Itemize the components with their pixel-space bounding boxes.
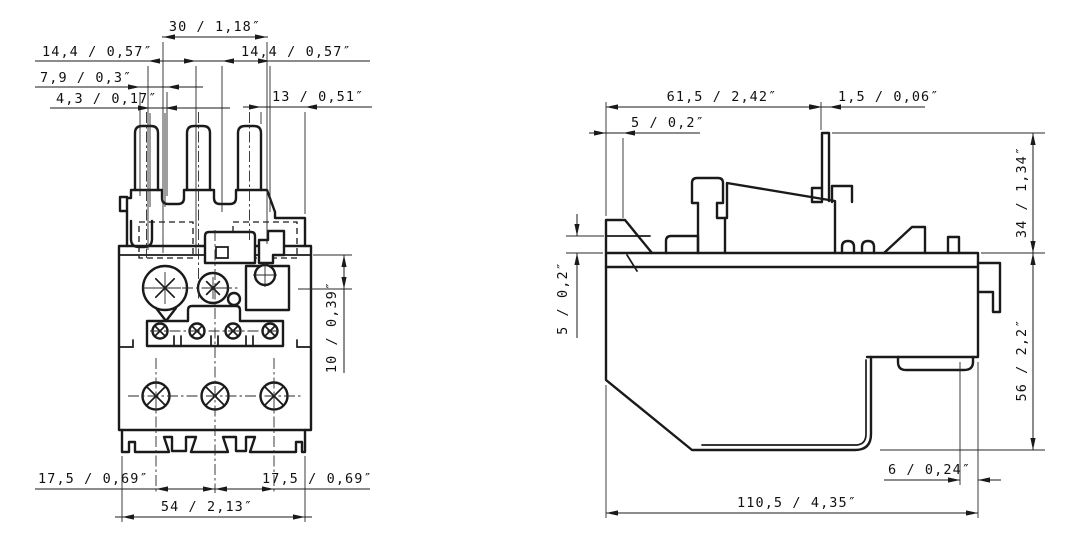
dim-foot-offset-label: 6 / 0,24″ [888,462,971,478]
side-pin [820,131,831,203]
side-top-ribs [840,225,961,255]
dim-tab-width-label: 5 / 0,2″ [631,115,705,131]
front-latch-block [203,230,257,265]
dim-offset-79-label: 7,9 / 0,3″ [40,70,132,86]
front-view: 30 / 1,18″ 14,4 / 0,57″ 14,4 / 0,57″ 7,9… [35,19,373,522]
dim-pin-width-label: 1,5 / 0,06″ [838,89,940,105]
side-pin-block-left [810,186,824,204]
dim-pin-span-label: 30 / 1,18″ [169,19,261,35]
dim-offset-43-label: 4,3 / 0,17″ [56,91,158,107]
dim-top-length-label: 61,5 / 2,42″ [667,89,778,105]
side-pin-block-right [830,184,854,204]
front-geometry [117,112,313,493]
dim-right-pin-label: 14,4 / 0,57″ [241,44,352,60]
front-hook [257,229,286,265]
front-feet [120,428,307,454]
dim-tab-height-label: 5 / 0,2″ [555,261,571,335]
dim-width-label: 54 / 2,13″ [161,499,253,515]
side-lever [723,181,837,255]
side-view: 61,5 / 2,42″ 1,5 / 0,06″ 5 / 0,2″ 5 / 0,… [555,89,1045,518]
dim-lower-height-label: 56 / 2,2″ [1014,318,1030,401]
dim-upper-height-label: 34 / 1,34″ [1014,146,1030,238]
side-base-plate [604,251,980,269]
side-t-handle [690,176,727,255]
dim-dial-depth-label: 10 / 0,39″ [324,281,340,373]
dim-hole-left-label: 17,5 / 0,69″ [38,471,149,487]
dim-hole-right-label: 17,5 / 0,69″ [262,471,373,487]
side-dimensions: 61,5 / 2,42″ 1,5 / 0,06″ 5 / 0,2″ 5 / 0,… [555,89,1045,518]
front-latch-hole [215,246,229,259]
side-din-clip [976,261,1002,314]
front-dimensions: 30 / 1,18″ 14,4 / 0,57″ 14,4 / 0,57″ 7,9… [35,19,373,522]
front-pointer [154,306,178,323]
front-cam-detail [226,291,242,307]
dim-left-pin-label: 14,4 / 0,57″ [42,44,153,60]
dim-right-edge-label: 13 / 0,51″ [272,89,364,105]
side-low-block [664,234,700,255]
side-lower-body [604,265,980,452]
side-geometry [604,131,1002,452]
front-hidden-contact-left [138,221,194,259]
dim-total-length-label: 110,5 / 4,35″ [737,495,857,511]
front-centerlines [128,112,302,493]
